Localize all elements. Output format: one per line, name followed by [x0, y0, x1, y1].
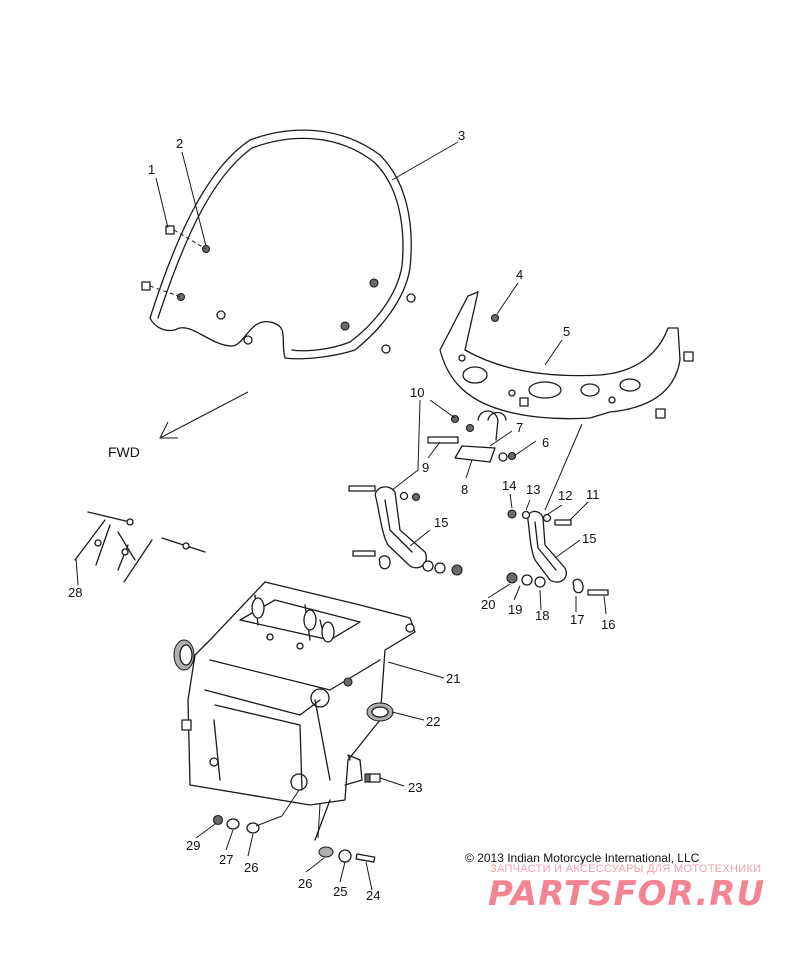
- windshield-bracket: [439, 291, 694, 420]
- copyright-notice: © 2013 Indian Motorcycle International, …: [465, 851, 700, 865]
- windshield: [141, 129, 416, 360]
- callout-13: 13: [526, 482, 540, 497]
- cable-ties: [74, 511, 206, 583]
- watermark-logo: PARTSFOR.RU: [488, 874, 766, 914]
- callout-28: 28: [68, 585, 82, 600]
- screw-23: [364, 773, 381, 783]
- callout-1: 1: [148, 162, 155, 177]
- callout-16: 16: [601, 617, 615, 632]
- callout-2: 2: [176, 136, 183, 151]
- callout-25: 25: [333, 884, 347, 899]
- callout-10: 10: [410, 385, 424, 400]
- callout-24: 24: [366, 888, 380, 903]
- callout-11: 11: [586, 487, 600, 502]
- callout-21: 21: [446, 671, 460, 686]
- bottom-hardware: [212, 814, 376, 863]
- callout-23: 23: [408, 780, 422, 795]
- callout-8: 8: [461, 482, 468, 497]
- callout-6: 6: [542, 435, 549, 450]
- callout-19: 19: [508, 602, 522, 617]
- callout-14: 14: [502, 478, 516, 493]
- forward-arrow: FWD: [108, 391, 249, 460]
- callout-9: 9: [422, 460, 429, 475]
- callout-17: 17: [570, 612, 584, 627]
- callout-20: 20: [481, 597, 495, 612]
- center-clamp: [427, 410, 517, 463]
- callout-26-left: 26: [244, 860, 258, 875]
- left-support-arm: [348, 485, 463, 576]
- callout-15-right: 15: [582, 531, 596, 546]
- callout-15-left: 15: [434, 515, 448, 530]
- callout-27: 27: [219, 852, 233, 867]
- watermark-tagline: ЗАПЧАСТИ И АКСЕССУАРЫ ДЛЯ МОТОТЕХНИКИ: [490, 863, 762, 875]
- right-support-arm: [506, 509, 609, 596]
- callout-5: 5: [563, 324, 570, 339]
- grommet-22: [366, 702, 394, 722]
- fwd-label: FWD: [108, 444, 140, 460]
- callout-12: 12: [558, 488, 572, 503]
- support-frame: [173, 581, 416, 841]
- callout-29: 29: [186, 838, 200, 853]
- callout-numbers: 1 2 3 4 5 6 7 8 9 10 11 12 13 14 15 15 1…: [68, 128, 615, 903]
- callout-22: 22: [426, 714, 440, 729]
- callout-26-right: 26: [298, 876, 312, 891]
- leader-lines: [75, 141, 607, 891]
- callout-7: 7: [516, 420, 523, 435]
- callout-18: 18: [535, 608, 549, 623]
- callout-3: 3: [458, 128, 465, 143]
- callout-4: 4: [516, 267, 523, 282]
